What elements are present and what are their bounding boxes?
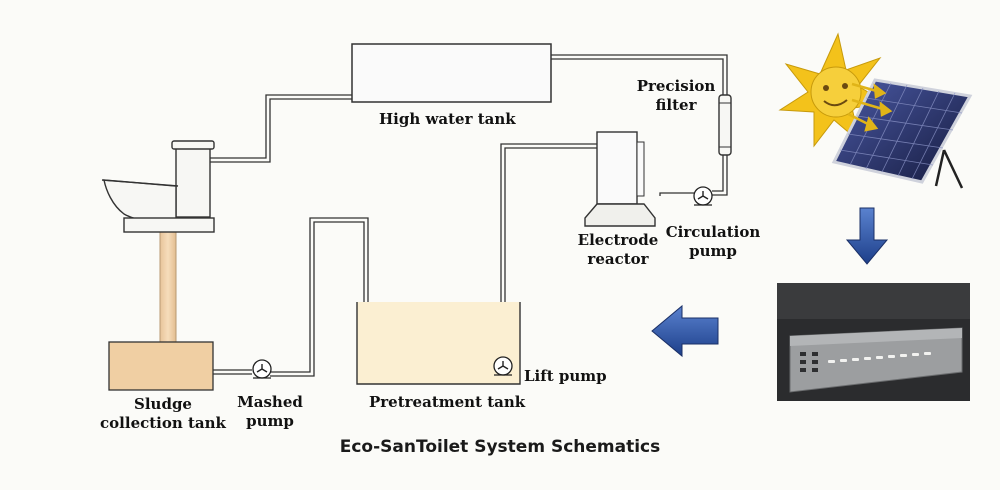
label-pretreatment-tank: Pretreatment tank [369, 393, 526, 411]
pretreatment-tank [356, 302, 521, 385]
sludge-collection-tank [108, 341, 214, 391]
controller-box [777, 283, 970, 401]
pipe-filter-to-circulation-pump [712, 155, 728, 196]
label-lift-pump: Lift pump [524, 367, 607, 385]
arrow-left-icon [651, 304, 719, 358]
electrode-reactor-icon [584, 131, 656, 227]
label-sludge-collection-tank: Sludge collection tank [100, 395, 226, 432]
pipe-network [210, 54, 728, 377]
pipe-high-tank-to-filter [551, 54, 728, 95]
arrow-down-icon [845, 207, 889, 265]
pipe-pump-to-reactor [659, 192, 694, 196]
precision-filter-icon [718, 94, 732, 156]
circulation-pump-icon [693, 186, 713, 206]
pipe-reactor-to-lift-pump [500, 143, 597, 358]
stem-pipe [159, 229, 177, 345]
lift-pump-icon [493, 356, 513, 376]
mashed-pump-icon [252, 359, 272, 379]
solar-panel-icon [831, 78, 973, 189]
label-mashed-pump: Mashed pump [237, 393, 303, 430]
label-electrode-reactor: Electrode reactor [577, 231, 659, 268]
toilet-icon [101, 140, 215, 345]
label-circulation-pump: Circulation pump [665, 223, 761, 260]
diagram-caption: Eco-SanToilet System Schematics [339, 437, 661, 457]
high-water-tank [351, 43, 552, 103]
sun-icon [778, 32, 890, 148]
label-high-water-tank: High water tank [379, 110, 516, 128]
pipe-mashed-pump-to-pretreatment [270, 217, 369, 373]
pipe-toilet-to-high-tank [210, 94, 352, 159]
label-precision-filter: Precision filter [636, 77, 716, 114]
